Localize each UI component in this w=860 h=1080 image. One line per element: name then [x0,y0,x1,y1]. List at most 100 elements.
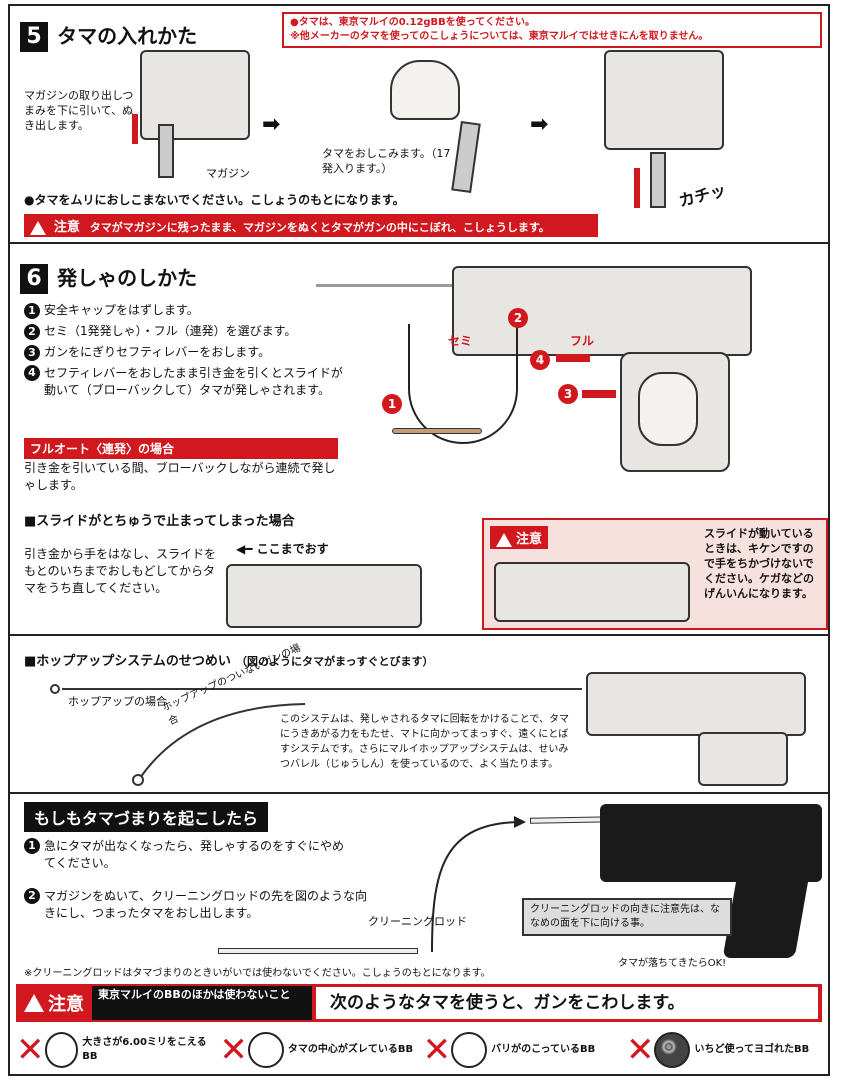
hand-illustration [390,60,460,120]
hopup-desc: このシステムは、発しゃされるタマに回転をかけることで、タマにうきあがる力をもたせ… [280,714,569,770]
bad-bb-item: ✕ バリがのこっているBB [423,1028,619,1072]
magazine-illustration [650,152,666,208]
step-number: 3 [24,345,40,361]
step-text: ガンをにぎりセフティレバーをおします。 [44,345,271,359]
step-text: セミ（1発発しゃ）・フル（連発）を選びます。 [44,324,297,338]
warning-icon [24,994,44,1012]
bad-bb-item: ✕ タマの中心がズレているBB [219,1028,415,1072]
bb-icon [451,1032,488,1068]
notice-line: ※他メーカーのタマを使ってのこしょうについては、東京マルイではせきにんを取りませ… [290,31,709,42]
x-mark-icon: ✕ [16,1030,45,1070]
bb-icon [50,684,60,694]
caution-label: 注意 [516,532,543,547]
marker-4: 4 [530,350,550,370]
section-number: 5 [20,22,48,52]
push-label: ◀━ ここまでおす [236,540,329,557]
caution-label: 注意 [48,994,84,1015]
caution-label-box: 注意 [16,990,92,1016]
dirty-bb-icon [654,1032,691,1068]
bullet-note: ●タマをムリにおしこまないでください。こしょうのもとになります。 [24,193,405,207]
section-5-loading: 5 タマの入れかた ●タマは、東京マルイの0.12gBBを使ってください。 ※他… [10,6,828,244]
hopup-title: ■ホップアップシステムのせつめい [24,654,231,669]
marker-2: 2 [508,308,528,328]
step-number: 1 [24,303,40,319]
magazine-label: マガジン [206,167,250,180]
step-number: 2 [24,888,40,904]
hopup-section: ■ホップアップシステムのせつめい （図のようにタマがまっすぐとびます） ホップア… [10,636,828,794]
bb-icon [44,1032,79,1068]
step-text: マガジンをぬいて、クリーニングロッドの先を図のような向きにし、つまったタマをおし… [44,889,368,920]
semi-label: セミ [448,334,473,348]
cap-arrow-line [408,324,518,444]
bullet-trail [316,284,456,287]
bb-notice: ●タマは、東京マルイの0.12gBBを使ってください。 ※他メーカーのタマを使っ… [282,12,822,48]
step-text: 安全キャップをはずします。 [44,303,199,317]
x-mark-icon: ✕ [219,1030,248,1070]
jam-section: もしもタマづまりを起こしたら 1 急にタマが出なくなったら、発しゃするのをすぐに… [10,794,828,984]
step-item: 1 急にタマが出なくなったら、発しゃするのをすぐにやめてください。 [24,838,354,872]
ok-label: タマが落ちてきたらOK! [618,958,727,969]
section-number: 6 [20,264,48,294]
slide-stop-title: ■スライドがとちゅうで止まってしまった場合 [24,514,295,529]
full-label: フル [570,334,595,348]
x-mark-icon: ✕ [625,1030,655,1070]
step-number: 1 [24,838,40,854]
down-arrow-icon [132,114,138,144]
caution-sub: 東京マルイのBBのほかは使わないこと [92,986,312,1020]
click-sound: カチッ [676,180,728,211]
bad-bb-text: いちど使ってヨゴれたBB [694,1044,810,1055]
slide-stop-text: 引き金から手をはなし、スライドをもとのいちまでおしもどしてからタマをうち直してく… [24,547,217,595]
caution-label: 注意 [53,220,80,235]
up-arrow-icon [634,168,640,208]
bad-bb-text: バリがのこっているBB [491,1044,596,1055]
bad-bb-headline: 次のようなタマを使うと、ガンをこわします。 [316,987,818,1019]
fullauto-text: 引き金を引いている間、ブローバックしながら連続で発しゃします。 [24,461,336,492]
rod-label: クリーニングロッド [368,915,467,928]
next-arrow-icon: ➡ [262,112,281,137]
section-title: タマの入れかた [57,24,198,48]
right-arrow-icon [556,354,590,362]
marker-3: 3 [558,384,578,404]
x-mark-icon: ✕ [422,1030,452,1070]
bad-bb-text: 大きさが6.00ミリをこえるBB [82,1037,207,1062]
rod-note-box: クリーニングロッドの向きに注意先は、ななめの面を下に向ける事。 [522,898,732,936]
cleaning-rod-illustration [218,948,418,954]
curved-trajectory [132,703,306,786]
bb-warning-bar: 注意 東京マルイのBBのほかは使わないこと 次のようなタマを使うと、ガンをこわし… [16,984,822,1022]
step-text: セフティレバーをおしたまま引き金を引くとスライドが動いて（ブローバックして）タマ… [44,366,343,397]
step-item: 2 マガジンをぬいて、クリーニングロッドの先を図のような向きにし、つまったタマを… [24,888,374,922]
caution-label-box: 注意 [490,526,549,549]
left-arrow-icon: ◀━ [236,542,253,556]
gun-illustration [586,672,806,736]
bad-bb-list: ✕ 大きさが6.00ミリをこえるBB ✕ タマの中心がズレているBB ✕ バリが… [16,1028,822,1072]
slide-caution-box: 注意 スライドが動いているときは、キケンですので手をちかづけないでください。ケガ… [482,518,828,630]
with-hop-label: ホップアップの場合 [68,695,167,708]
next-arrow-icon: ➡ [530,112,549,137]
bad-bb-item: ✕ いちど使ってヨゴれたBB [626,1028,822,1072]
gun-illustration [494,562,690,622]
jam-title: もしもタマづまりを起こしたら [24,802,269,832]
insert-arrow [431,816,526,953]
step-item: 1 安全キャップをはずします。 [24,302,344,319]
magazine-illustration [451,120,481,194]
step-text: 急にタマが出なくなったら、発しゃするのをすぐにやめてください。 [44,839,345,870]
safety-cap-illustration [392,428,482,434]
magazine-illustration [158,124,174,178]
grip-illustration [698,732,788,786]
hopup-subtitle: （図のようにタマがまっすぐとびます） [236,655,434,668]
gun-illustration [140,50,250,140]
notice-line: ●タマは、東京マルイの0.12gBBを使ってください。 [290,17,536,28]
grip-silhouette [722,874,810,958]
gun-silhouette [600,804,822,882]
caution-text: タマがマガジンに残ったまま、マガジンをぬくとタマがガンの中にこぼれ、こしょうしま… [89,221,550,234]
bad-bb-item: ✕ 大きさが6.00ミリをこえるBB [16,1028,212,1072]
straight-trajectory [62,688,582,690]
marker-1: 1 [382,394,402,414]
right-arrow-icon [582,390,616,398]
bad-bb-text: タマの中心がズレているBB [287,1044,414,1055]
gun-illustration [226,564,422,628]
caution-text: スライドが動いているときは、キケンですので手をちかづけないでください。ケガなどの… [704,527,814,600]
caution-bar: 注意 タマがマガジンに残ったまま、マガジンをぬくとタマがガンの中にこぼれ、こしょ… [24,214,598,237]
